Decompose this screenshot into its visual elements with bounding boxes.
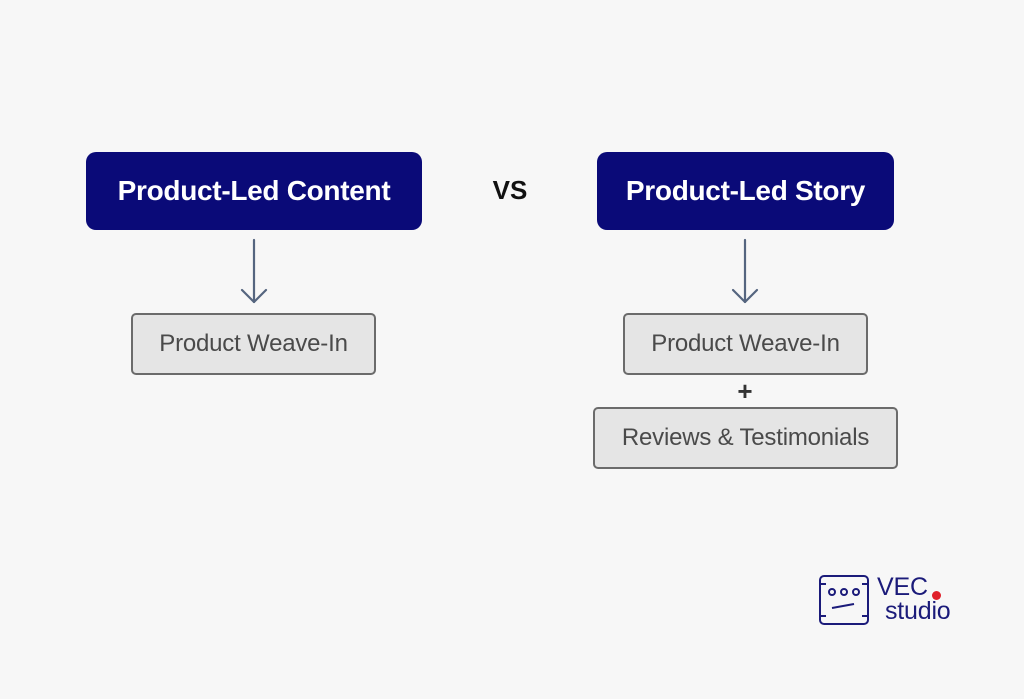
left-item-box: Product Weave-In [131, 313, 376, 375]
brand-wordmark: VEC studio [877, 573, 951, 625]
right-item-box-2: Reviews & Testimonials [593, 407, 898, 469]
brand-red-dot [932, 591, 941, 600]
right-item-label-2: Reviews & Testimonials [621, 424, 870, 451]
right-item-box-1: Product Weave-In [623, 313, 868, 375]
left-item-label: Product Weave-In [159, 330, 348, 357]
brand-name-line1: VEC [877, 573, 928, 601]
right-heading-box: Product-Led Story [597, 152, 894, 230]
left-heading-box: Product-Led Content [86, 152, 422, 230]
vs-label: VS [492, 174, 528, 205]
right-heading-label: Product-Led Story [625, 175, 866, 206]
robot-face-icon [819, 575, 869, 625]
plus-label: + [737, 375, 753, 406]
brand-logo [819, 575, 869, 625]
left-down-arrow-icon [240, 238, 268, 304]
right-item-label-1: Product Weave-In [651, 330, 840, 357]
brand-name-line2: studio [885, 597, 951, 625]
left-heading-label: Product-Led Content [117, 175, 391, 206]
right-down-arrow-icon [731, 238, 759, 304]
